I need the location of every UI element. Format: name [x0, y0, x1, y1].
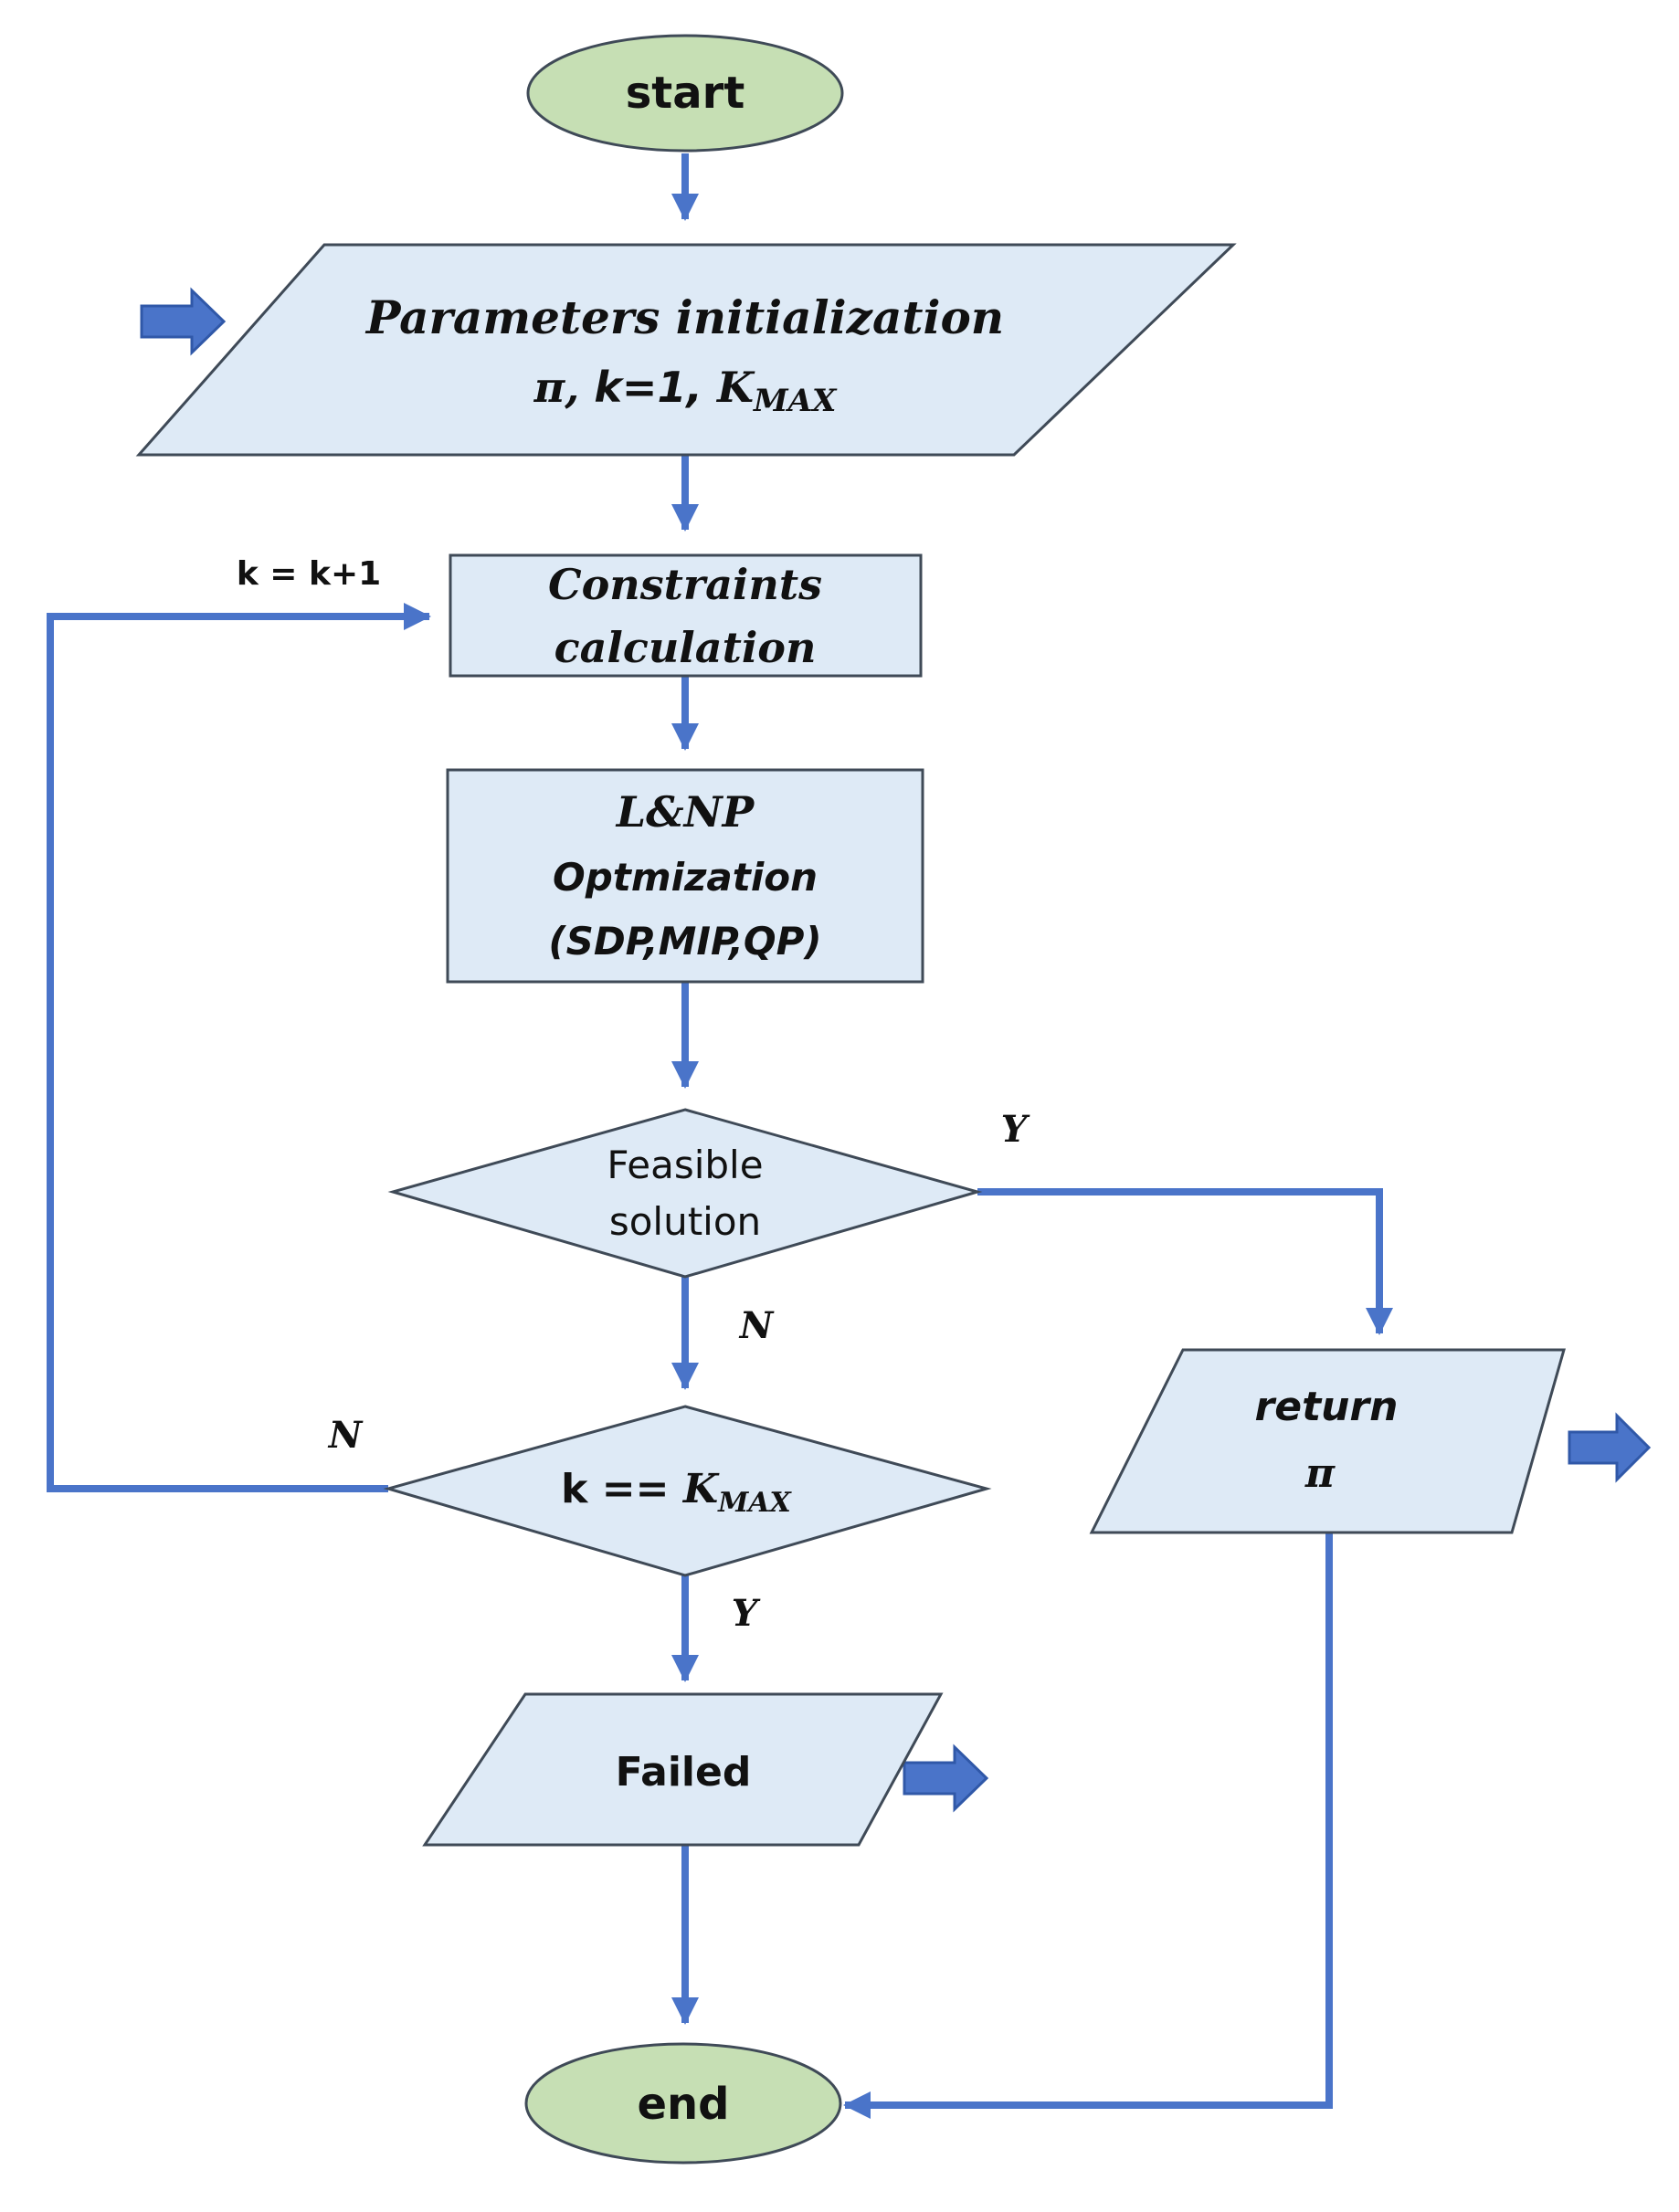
opt-line3: (SDP,MIP,QP) — [548, 919, 821, 964]
opt-line2: Optmization — [553, 855, 818, 900]
feasible-yes-label: Y — [1001, 1108, 1030, 1151]
feasible-line2: solution — [609, 1199, 761, 1244]
constraints-line1: Constraints — [548, 560, 822, 609]
start-label: start — [626, 68, 745, 119]
start-node: start — [526, 34, 844, 153]
input-arrow-icon — [140, 287, 227, 356]
kcheck-decision: k == KMAX — [383, 1405, 992, 1577]
kcheck-no-label: N — [327, 1414, 364, 1457]
opt-line1: L&NP — [615, 787, 755, 837]
kcheck-yes-label: Y — [732, 1592, 761, 1635]
feasible-no-label: N — [738, 1304, 775, 1347]
return-line2: π — [1304, 1450, 1336, 1497]
failed-label: Failed — [616, 1749, 752, 1796]
end-label: end — [637, 2079, 729, 2130]
output-arrow-icon — [1568, 1412, 1652, 1483]
params-title: Parameters initialization — [364, 290, 1004, 344]
loop-increment-label: k = k+1 — [237, 555, 381, 593]
params-subtitle: π, k=1, KMAX — [533, 363, 838, 419]
edge-kcheck-no-loop — [47, 603, 431, 1492]
kcheck-label: k == KMAX — [561, 1466, 792, 1519]
return-line1: return — [1255, 1384, 1399, 1430]
feasible-line1: Feasible — [607, 1143, 763, 1187]
constraints-node: Constraints calculation — [449, 553, 923, 678]
params-node: Parameters initialization π, k=1, KMAX — [135, 243, 1237, 457]
end-node: end — [524, 2042, 842, 2165]
optimization-node: L&NP Optmization (SDP,MIP,QP) — [446, 768, 924, 984]
feasible-decision: Feasible solution — [387, 1108, 983, 1279]
connectors — [47, 153, 1393, 2119]
edge-return-to-end — [843, 1533, 1333, 2119]
return-node: return π — [1089, 1348, 1566, 1534]
constraints-line2: calculation — [554, 623, 817, 672]
edge-feasible-yes-to-return — [977, 1188, 1393, 1335]
output-arrow-icon — [903, 1743, 989, 1813]
failed-node: Failed — [422, 1692, 944, 1847]
